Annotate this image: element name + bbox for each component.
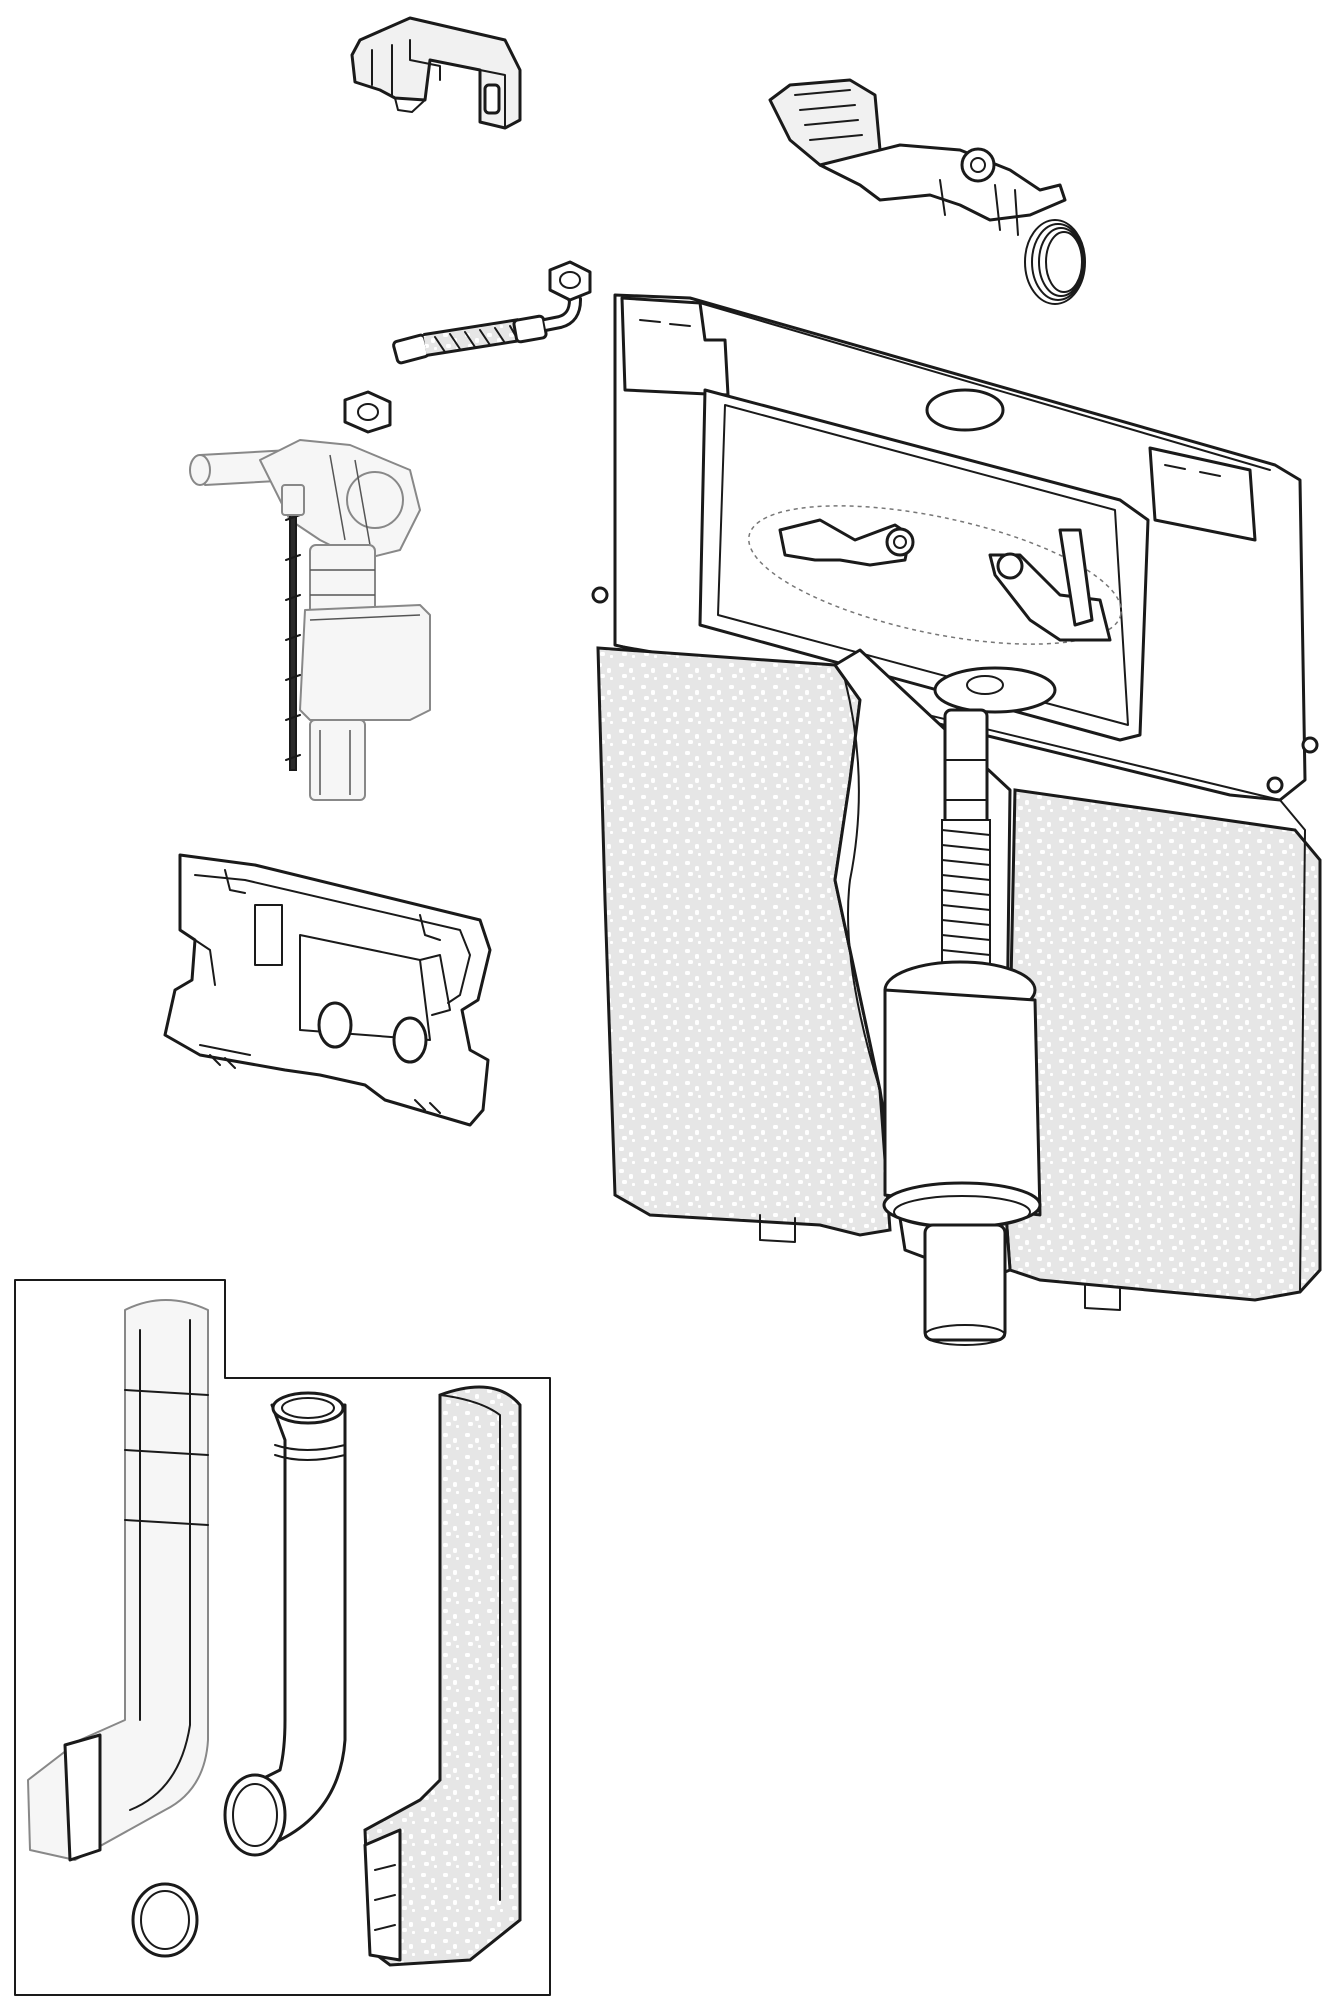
hose-icon — [343, 260, 592, 434]
cable-clip-icon — [350, 16, 522, 130]
plate-icon — [163, 853, 492, 1127]
valve-icon — [189, 439, 431, 801]
pipe-icon — [14, 1279, 551, 1996]
cistern-icon — [591, 293, 1322, 1346]
actuator-icon — [768, 78, 1086, 305]
